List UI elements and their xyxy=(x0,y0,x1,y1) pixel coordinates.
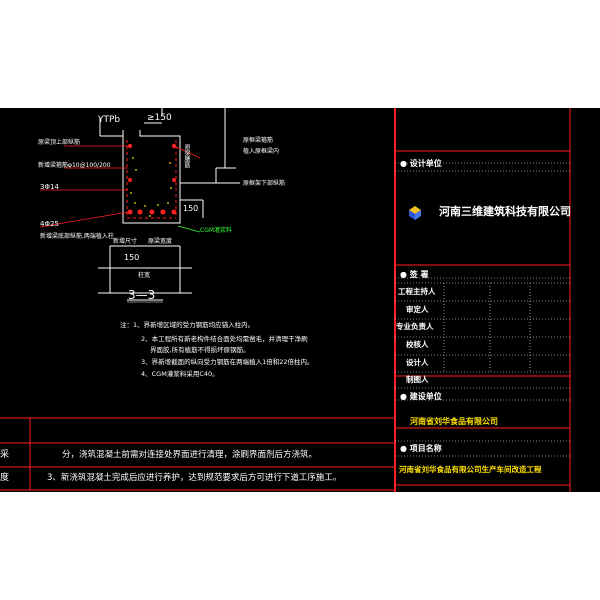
rebar-4d25-label: 4Φ25 xyxy=(40,220,59,228)
bottom-row-2-text: 3、新浇筑混凝土完成后应进行养护，达到规范要求后方可进行下道工序施工。 xyxy=(47,473,342,483)
note-line-2: 2、本工程所有新老构件结合面处均需凿毛，并清理干净刷 xyxy=(141,335,308,343)
dim-ge150-label: ≥150 xyxy=(147,113,172,123)
vertical-note: 原梁腰筋 xyxy=(183,144,190,168)
ytpb-label: YTPb xyxy=(98,115,121,125)
role-designer: 设计人 xyxy=(406,358,429,367)
note-line-3: 界面胶,所有植筋不得损坏原钢筋。 xyxy=(150,346,250,354)
build-unit-header-text: 建设单位 xyxy=(409,392,442,401)
bottom-row-1-text: 分，浇筑混凝土前需对连接处界面进行清理，涂刷界面剂后方浇筑。 xyxy=(62,450,318,460)
drawing-linework xyxy=(0,108,571,492)
bottom-row-1-label: 采 xyxy=(0,450,10,460)
company-name: 河南三维建筑科技有限公司 xyxy=(439,205,571,218)
note-line-1: 注：1、界新增区域的受力钢筋均应锚入柱内。 xyxy=(120,321,255,329)
new-size-label: 新增尺寸 xyxy=(113,238,138,245)
build-unit-header: ● 建设单位 xyxy=(400,392,442,401)
new-stirrup-label: 新增梁箍筋φ10@100/200 xyxy=(38,162,111,169)
role-lead: 专业负责人 xyxy=(396,322,434,331)
dim-150-bottom: 150 xyxy=(124,253,140,262)
design-unit-header-text: 设计单位 xyxy=(409,159,442,168)
right-top-label-2: 植入原框梁内 xyxy=(243,148,280,155)
note-line-4: 3、界新增截面的纵向受力钢筋在两端植入1倍和22倍柱内。 xyxy=(141,358,314,366)
bottom-rebar-note: 新增梁底部纵筋,两端植入柱 xyxy=(40,233,114,240)
build-unit-name: 河南省刘华食品有限公司 xyxy=(410,417,498,426)
top-anchor-label: 原梁顶上部纵筋 xyxy=(38,139,81,146)
project-header: ● 项目名称 xyxy=(400,444,442,453)
sign-header: ● 签 署 xyxy=(400,270,429,279)
role-checker: 校核人 xyxy=(406,340,429,349)
orig-width-label: 原梁宽度 xyxy=(148,238,173,245)
rebar-3d14-label: 3Φ14 xyxy=(40,183,59,191)
note-line-5: 4、CGM灌浆料采用C40。 xyxy=(141,370,219,378)
right-mid-label: 原框架下部纵筋 xyxy=(243,180,286,187)
cgm-label: CGM灌浆料 xyxy=(200,227,233,234)
sign-header-text: 签 署 xyxy=(409,270,429,279)
project-name: 河南省刘华食品有限公司生产车间改造工程 xyxy=(399,465,542,474)
role-chief: 工程主持人 xyxy=(398,287,436,296)
company-logo-shape xyxy=(409,206,421,220)
col-width-label: 柱宽 xyxy=(138,272,151,279)
cad-drawing-canvas: YTPb ≥150 原梁顶上部纵筋 新增梁箍筋φ10@100/200 3Φ14 … xyxy=(0,108,600,492)
role-approver: 审定人 xyxy=(406,305,429,314)
role-drafter: 制图人 xyxy=(406,375,429,384)
section-title: 3—3 xyxy=(128,288,156,302)
design-unit-header: ● 设计单位 xyxy=(400,159,442,168)
right-top-label-1: 原框梁箍筋 xyxy=(243,137,274,144)
bottom-row-2-label: 度 xyxy=(0,473,10,483)
project-header-text: 项目名称 xyxy=(409,444,442,453)
dim-150-side: 150 xyxy=(183,204,199,213)
